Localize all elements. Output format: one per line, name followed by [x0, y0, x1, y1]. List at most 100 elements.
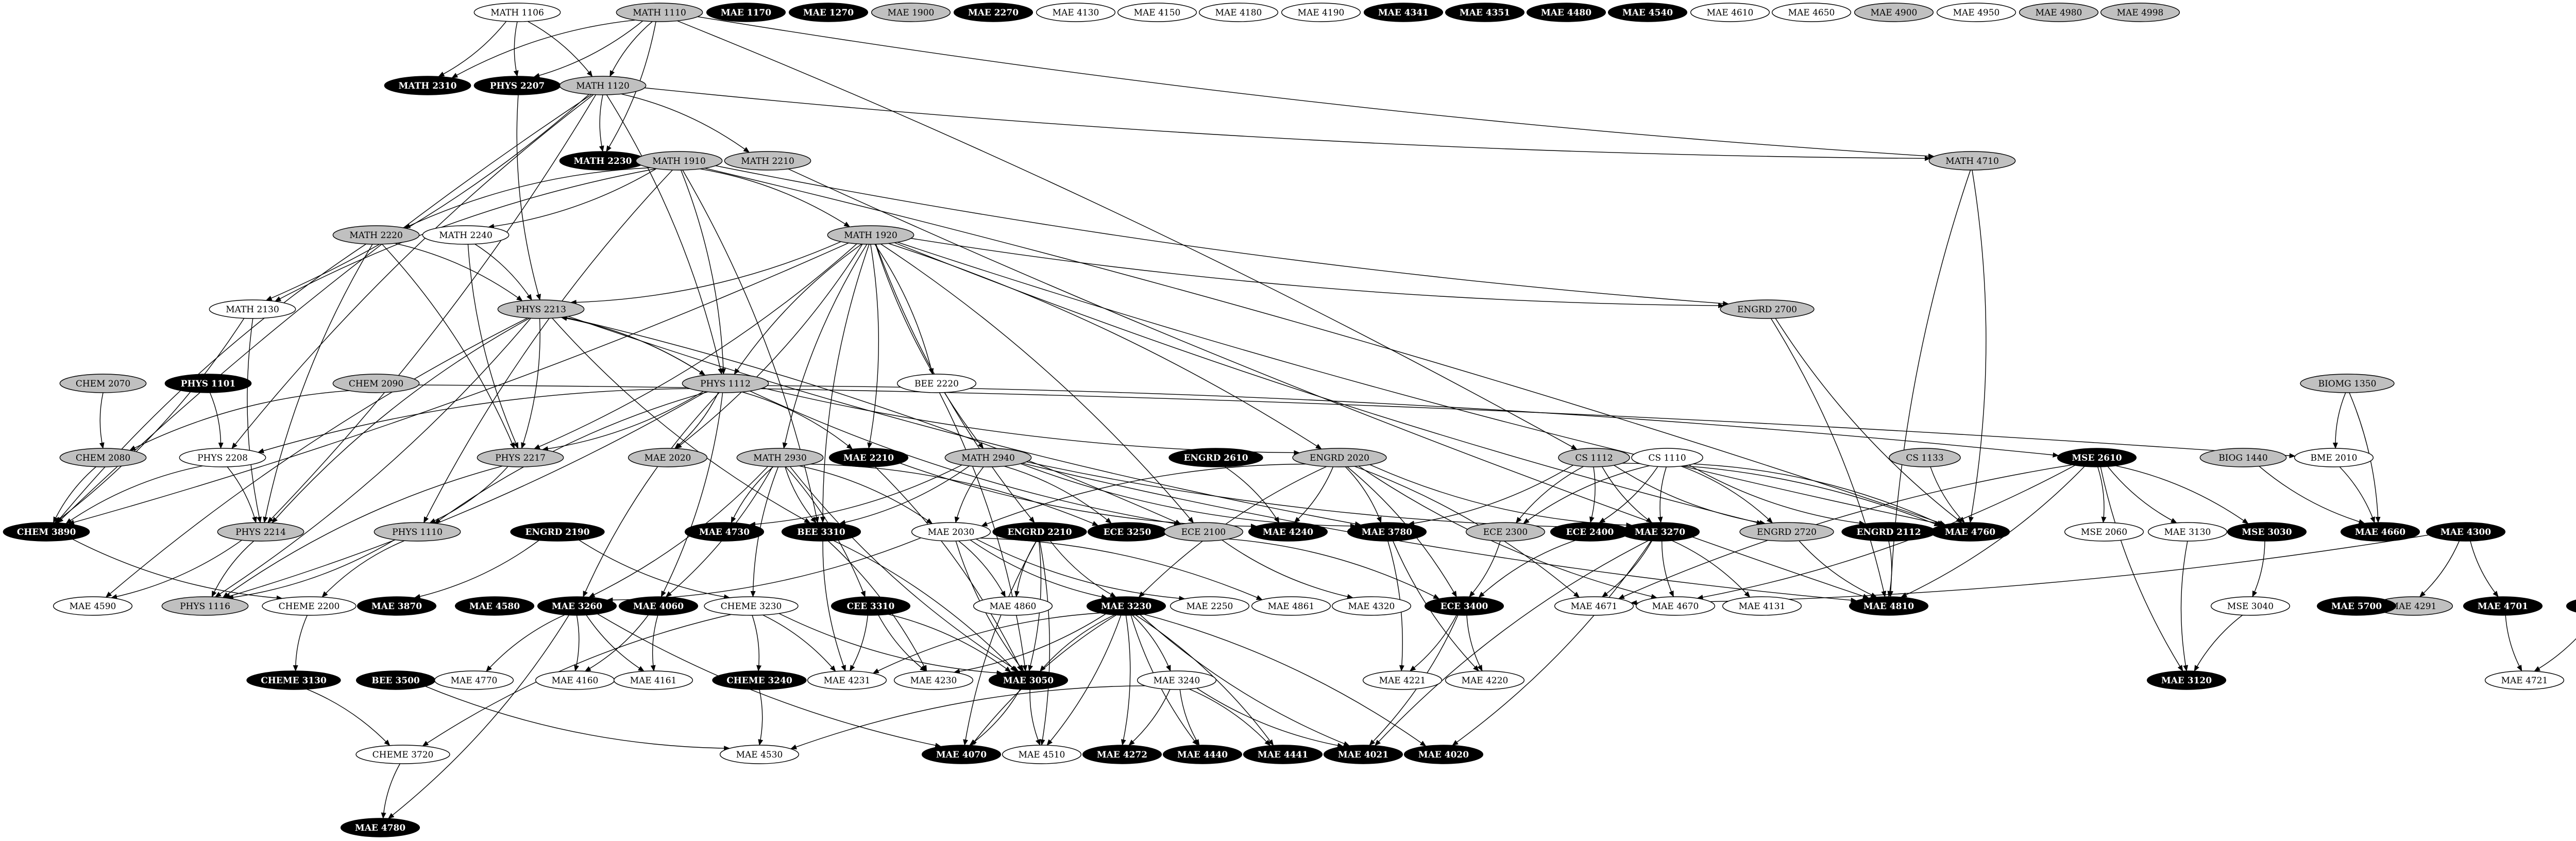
course-node-math-2130[interactable]: MATH 2130: [209, 299, 296, 319]
course-node-mae-4130[interactable]: MAE 4130: [1036, 3, 1116, 22]
course-node-mae-4610[interactable]: MAE 4610: [1690, 3, 1770, 22]
course-node-math-1120[interactable]: MATH 1120: [559, 76, 647, 95]
course-node-mae-2020[interactable]: MAE 2020: [628, 448, 708, 467]
course-node-mae-4770[interactable]: MAE 4770: [434, 670, 514, 690]
course-node-mse-3040[interactable]: MSE 3040: [2210, 596, 2291, 616]
course-node-mae-4861[interactable]: MAE 4861: [1251, 596, 1331, 616]
course-node-mae-4780[interactable]: MAE 4780: [340, 818, 420, 837]
course-node-mae-4730[interactable]: MAE 4730: [684, 522, 765, 542]
course-node-mae-5700[interactable]: MAE 5700: [2316, 596, 2397, 616]
course-node-mae-4180[interactable]: MAE 4180: [1198, 3, 1279, 22]
course-node-ece-3250[interactable]: ECE 3250: [1087, 522, 1167, 542]
course-node-mae-4480[interactable]: MAE 4480: [1526, 3, 1606, 22]
course-node-mae-1900[interactable]: MAE 1900: [871, 3, 951, 22]
course-node-math-1106[interactable]: MATH 1106: [473, 3, 561, 22]
course-node-phys-1101[interactable]: PHYS 1101: [164, 374, 252, 393]
course-node-mae-3260[interactable]: MAE 3260: [537, 596, 617, 616]
course-node-mae-4060[interactable]: MAE 4060: [618, 596, 699, 616]
course-node-mae-4530[interactable]: MAE 4530: [719, 745, 800, 764]
course-node-mae-4160[interactable]: MAE 4160: [535, 670, 615, 690]
course-node-mae-4660[interactable]: MAE 4660: [2340, 522, 2420, 542]
course-node-ece-2300[interactable]: ECE 2300: [1465, 522, 1546, 542]
course-node-mse-3030[interactable]: MSE 3030: [2227, 522, 2307, 542]
course-node-math-2220[interactable]: MATH 2220: [332, 225, 420, 245]
course-node-mae-4510[interactable]: MAE 4510: [1002, 745, 1082, 764]
course-node-cs-1133[interactable]: CS 1133: [1889, 448, 1961, 467]
course-node-mae-4300[interactable]: MAE 4300: [2426, 522, 2506, 542]
course-node-ece-3400[interactable]: ECE 3400: [1424, 596, 1504, 616]
course-node-phys-1116[interactable]: PHYS 1116: [161, 596, 249, 616]
course-node-mae-3780[interactable]: MAE 3780: [1347, 522, 1427, 542]
course-node-mae-4231[interactable]: MAE 4231: [807, 670, 887, 690]
course-node-phys-2214[interactable]: PHYS 2214: [217, 522, 304, 542]
course-node-mae-4440[interactable]: MAE 4440: [1162, 745, 1243, 764]
course-node-ece-2100[interactable]: ECE 2100: [1163, 522, 1244, 542]
course-node-math-2930[interactable]: MATH 2930: [736, 448, 824, 467]
course-node-mae-4221[interactable]: MAE 4221: [1362, 670, 1443, 690]
course-node-mae-4441[interactable]: MAE 4441: [1243, 745, 1323, 764]
course-node-mae-4670[interactable]: MAE 4670: [1635, 596, 1716, 616]
course-node-mae-2030[interactable]: MAE 2030: [911, 522, 991, 542]
course-node-chem-2070[interactable]: CHEM 2070: [59, 374, 147, 393]
course-node-mae-3120[interactable]: MAE 3120: [2146, 670, 2227, 690]
course-node-engrd-2720[interactable]: ENGRD 2720: [1739, 522, 1834, 542]
course-node-bee-3310[interactable]: BEE 3310: [781, 522, 861, 542]
course-node-mae-4131[interactable]: MAE 4131: [1722, 596, 1802, 616]
course-node-mae-3240[interactable]: MAE 3240: [1137, 670, 1217, 690]
course-node-mae-4650[interactable]: MAE 4650: [1771, 3, 1852, 22]
course-node-mae-4980[interactable]: MAE 4980: [2019, 3, 2099, 22]
course-node-mae-4021[interactable]: MAE 4021: [1323, 745, 1403, 764]
course-node-mae-4760[interactable]: MAE 4760: [1930, 522, 2010, 542]
course-node-cheme-3230[interactable]: CHEME 3230: [704, 596, 799, 616]
course-node-mae-4950[interactable]: MAE 4950: [1936, 3, 2016, 22]
course-node-mae-4540[interactable]: MAE 4540: [1607, 3, 1688, 22]
course-node-mae-2250[interactable]: MAE 2250: [1170, 596, 1250, 616]
course-node-mae-4220[interactable]: MAE 4220: [1445, 670, 1525, 690]
course-node-bme-2010[interactable]: BME 2010: [2294, 448, 2374, 467]
course-node-bee-2220[interactable]: BEE 2220: [896, 374, 977, 393]
course-node-biog-1440[interactable]: BIOG 1440: [2199, 448, 2287, 467]
course-node-cheme-3720[interactable]: CHEME 3720: [355, 745, 450, 764]
course-node-mse-2060[interactable]: MSE 2060: [2064, 522, 2144, 542]
course-node-engrd-2610[interactable]: ENGRD 2610: [1168, 448, 1263, 467]
course-node-mae-4341[interactable]: MAE 4341: [1363, 3, 1444, 22]
course-node-cheme-3130[interactable]: CHEME 3130: [246, 670, 341, 690]
course-node-mae-4240[interactable]: MAE 4240: [1248, 522, 1328, 542]
course-node-bee-3500[interactable]: BEE 3500: [355, 670, 436, 690]
course-node-mae-3870[interactable]: MAE 3870: [357, 596, 437, 616]
course-node-phys-2213[interactable]: PHYS 2213: [497, 299, 585, 319]
course-node-cee-3310[interactable]: CEE 3310: [831, 596, 911, 616]
course-node-math-2210[interactable]: MATH 2210: [724, 151, 811, 171]
course-node-cs-1112[interactable]: CS 1112: [1558, 448, 1630, 467]
course-node-mae-4190[interactable]: MAE 4190: [1281, 3, 1361, 22]
course-node-ece-2400[interactable]: ECE 2400: [1550, 522, 1630, 542]
course-node-mae-4020[interactable]: MAE 4020: [1403, 745, 1484, 764]
course-node-math-1110[interactable]: MATH 1110: [616, 3, 703, 22]
course-node-phys-2208[interactable]: PHYS 2208: [179, 448, 266, 467]
course-node-mae-4580[interactable]: MAE 4580: [454, 596, 535, 616]
course-node-mae-4150[interactable]: MAE 4150: [1117, 3, 1197, 22]
course-node-mse-2610[interactable]: MSE 2610: [2057, 448, 2137, 467]
course-node-math-2940[interactable]: MATH 2940: [944, 448, 1032, 467]
course-node-mae-3130[interactable]: MAE 3130: [2147, 522, 2228, 542]
course-node-cs-1110[interactable]: CS 1110: [1631, 448, 1703, 467]
course-node-mae-4351[interactable]: MAE 4351: [1445, 3, 1525, 22]
course-node-mae-1270[interactable]: MAE 1270: [788, 3, 869, 22]
course-node-engrd-2700[interactable]: ENGRD 2700: [1720, 299, 1815, 319]
course-node-phys-1112[interactable]: PHYS 1112: [682, 374, 769, 393]
course-node-math-2240[interactable]: MATH 2240: [422, 225, 510, 245]
course-node-math-1910[interactable]: MATH 1910: [635, 151, 723, 171]
course-node-math-2230[interactable]: MATH 2230: [559, 151, 647, 171]
course-node-mae-4070[interactable]: MAE 4070: [921, 745, 1002, 764]
course-node-mae-4230[interactable]: MAE 4230: [893, 670, 974, 690]
course-node-mae-4721[interactable]: MAE 4721: [2484, 670, 2565, 690]
course-node-mae-4291[interactable]: MAE 4291: [2373, 596, 2453, 616]
course-node-mae-4272[interactable]: MAE 4272: [1082, 745, 1162, 764]
course-node-engrd-2020[interactable]: ENGRD 2020: [1292, 448, 1387, 467]
course-node-engrd-2112[interactable]: ENGRD 2112: [1841, 522, 1936, 542]
course-node-mae-4998[interactable]: MAE 4998: [2100, 3, 2180, 22]
course-node-biomg-1350[interactable]: BIOMG 1350: [2300, 374, 2395, 393]
course-node-mae-4700[interactable]: MAE 4700: [2566, 597, 2576, 615]
course-node-mae-2270[interactable]: MAE 2270: [953, 3, 1033, 22]
course-node-engrd-2190[interactable]: ENGRD 2190: [510, 522, 605, 542]
